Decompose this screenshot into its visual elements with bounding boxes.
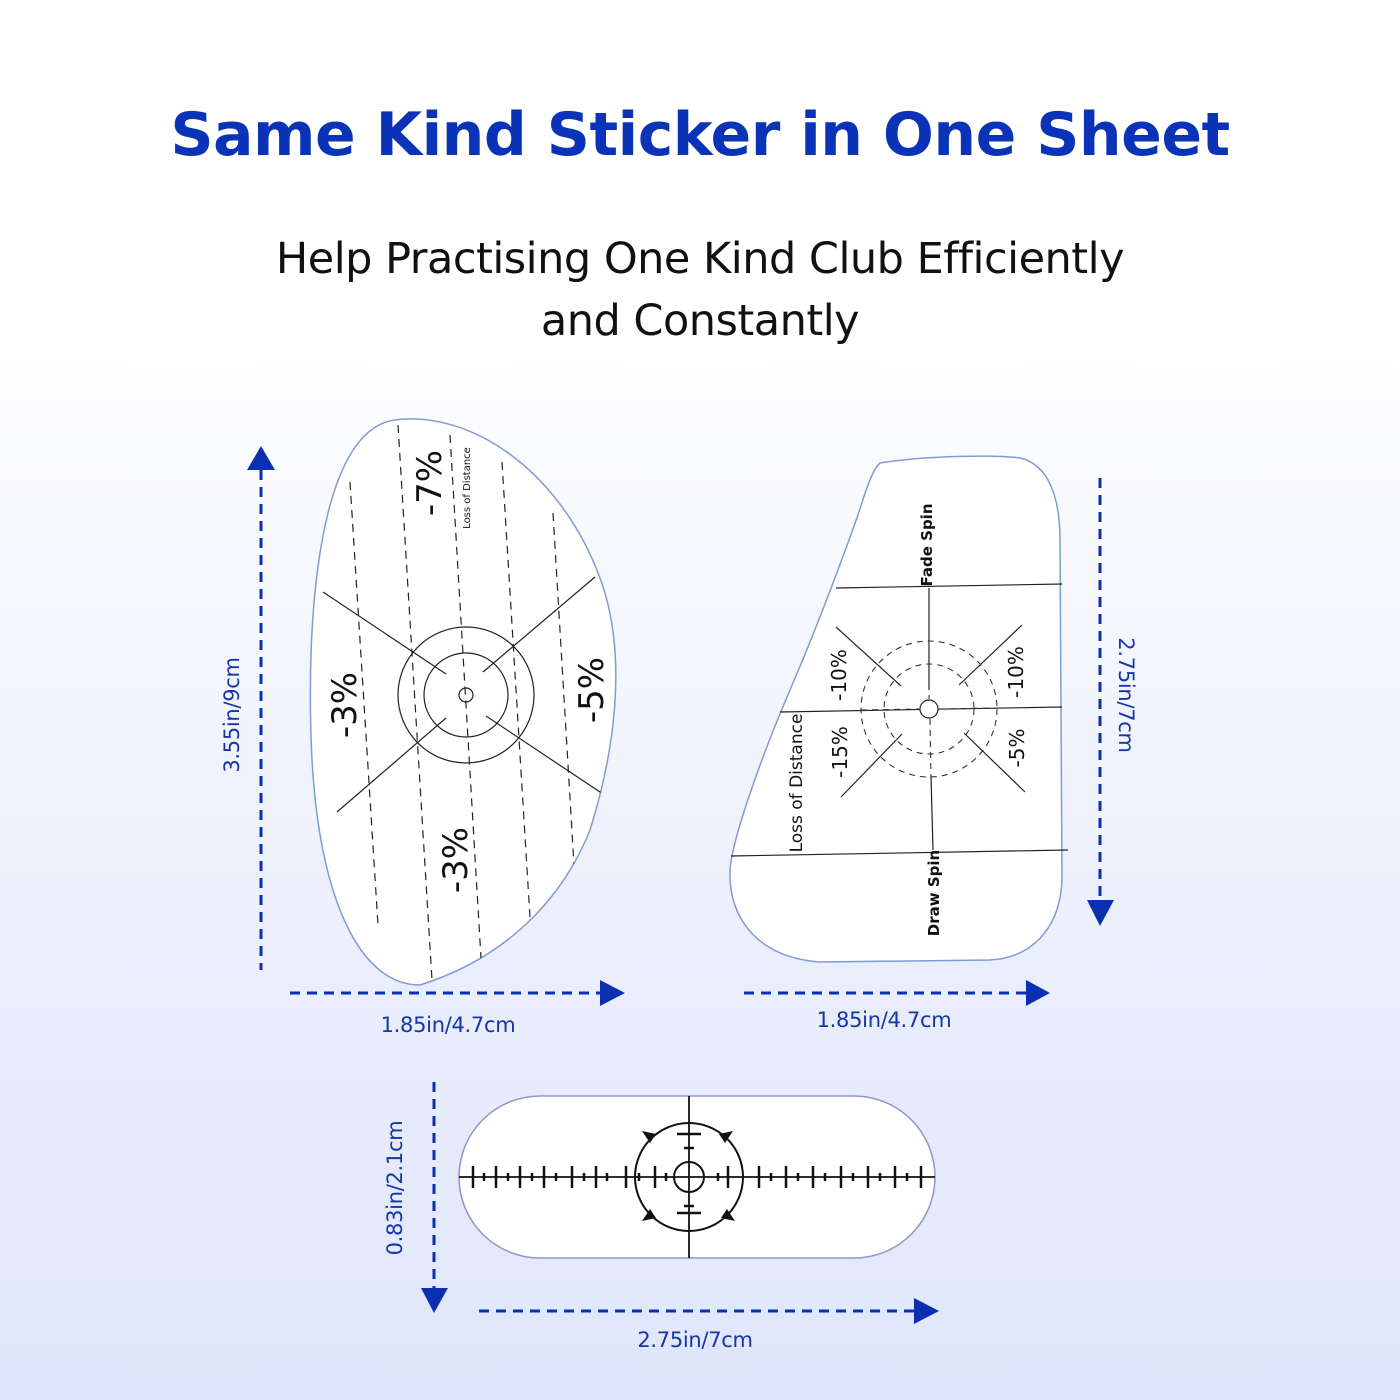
wood-sticker: Fade Spin Draw Spin Loss of Distance -10… <box>729 455 1069 963</box>
arrow-right-icon <box>914 1298 939 1324</box>
page-subtitle: Help Practising One Kind Club Efficientl… <box>0 228 1400 352</box>
subtitle-line-1: Help Practising One Kind Club Efficientl… <box>275 234 1125 284</box>
subtitle-line-2: and Constantly <box>540 296 860 346</box>
wood-label-lower-right: -5% <box>1005 729 1029 768</box>
wood-label-upper-left: -10% <box>827 649 851 701</box>
arrow-down-icon <box>1087 900 1114 926</box>
wood-label-upper-right: -10% <box>1004 646 1028 698</box>
putter-width-dimension: 2.75in/7cm <box>637 1328 753 1352</box>
arrow-down-icon <box>421 1288 448 1313</box>
iron-label-right: -5% <box>572 657 612 723</box>
arrow-up-icon <box>247 446 275 470</box>
iron-label-bottom: -3% <box>436 827 476 893</box>
wood-label-fade: Fade Spin <box>918 504 936 587</box>
iron-label-caption: Loss of Distance <box>462 447 473 529</box>
iron-width-dimension: 1.85in/4.7cm <box>380 1013 516 1037</box>
putter-height-dimension: 0.83in/2.1cm <box>383 1120 407 1256</box>
arrow-right-icon <box>600 980 625 1006</box>
wood-label-lower-left: -15% <box>828 726 852 778</box>
wood-width-dimension: 1.85in/4.7cm <box>816 1008 952 1032</box>
iron-sticker: -3% -5% -7% Loss of Distance -3% <box>309 418 617 986</box>
arrowhead-icons <box>247 446 1114 1324</box>
arrow-right-icon <box>1026 980 1050 1006</box>
wood-label-loss: Loss of Distance <box>787 714 807 853</box>
wood-height-dimension: 2.75in/7cm <box>1114 637 1138 753</box>
wood-target-dashed <box>860 640 1001 778</box>
iron-label-top: -7% <box>410 450 450 516</box>
groove-lines <box>349 424 576 981</box>
dimension-lines <box>259 470 1102 1313</box>
wood-label-draw: Draw Spin <box>925 850 943 936</box>
rotation-arrow-icons <box>642 1131 735 1221</box>
page-title: Same Kind Sticker in One Sheet <box>170 100 1230 170</box>
putter-ticks <box>471 1166 923 1188</box>
iron-label-left: -3% <box>325 672 365 738</box>
putter-sticker <box>458 1095 936 1259</box>
iron-height-dimension: 3.55in/9cm <box>220 657 244 773</box>
